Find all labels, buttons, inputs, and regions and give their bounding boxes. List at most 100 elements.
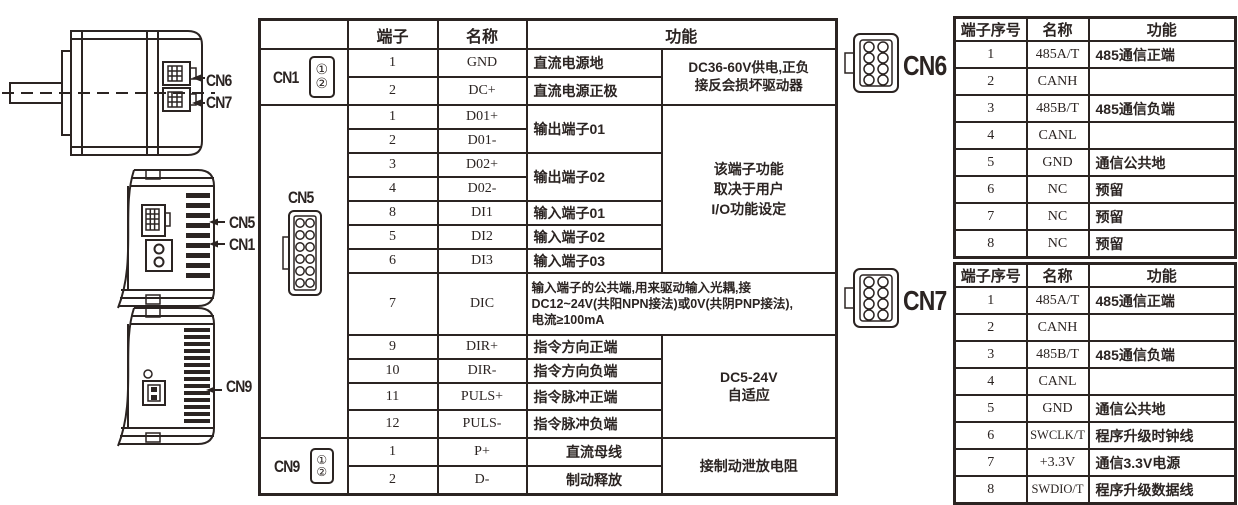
cn9-arrow [206,386,215,394]
table-row: 6 DI3 输入端子03 [260,248,837,274]
function-cell: 指令方向正端 [525,334,663,360]
terminal-cell: 12 [346,409,439,439]
table-row: 2 D01- [260,128,837,154]
name-cell: SWDIO/T [1025,475,1090,505]
main-header-row: 端子 名称 功能 [258,18,838,50]
table-row: CN1 ① ② 1 GND 直流电源地 DC36-60V供电,正负 接反会损坏驱… [258,48,838,106]
name-cell: D01+ [436,104,528,130]
name-cell: DIR- [436,358,528,384]
name-cell: PULS+ [436,382,528,411]
cn9-table-label: CN9 [273,456,300,476]
table-row: 10 DIR- 指令方向负端 [260,358,837,384]
cn6-big-label: CN6 [903,50,947,81]
function-cell: 通信公共地 [1087,394,1237,423]
cn1-connector-cell: CN1 ① ② [258,48,349,106]
function-cell: 通信3.3V电源 [1087,448,1237,477]
name-cell: DIR+ [436,334,528,360]
function-cell [1087,121,1237,150]
name-cell: NC [1025,202,1090,231]
cn5-connector-icon [281,208,327,298]
index-cell: 8 [953,475,1028,505]
cn5-drawing-label: CN5 [229,213,255,232]
terminal-cell: 5 [346,224,439,250]
name-cell: NC [1025,175,1090,204]
terminal-cell: 1 [346,48,439,78]
cn7-header-row: 端子序号 名称 功能 [953,262,1237,288]
cn1-connector-icon: ① ② [308,56,335,98]
cn9-connector-on-driver [143,370,165,405]
cn7-drawing-label: CN7 [206,93,232,112]
name-cell: SWCLK/T [1025,421,1090,450]
function-cell: 制动释放 [525,465,663,496]
index-cell: 1 [953,286,1028,315]
terminal-cell: 11 [346,382,439,411]
index-cell: 1 [953,40,1028,69]
name-cell: GND [436,48,528,78]
function-cell: 输入端子03 [525,248,663,274]
table-row: CN5 1 D01+ 输出端子01 该端子功能 取决于用户 I/O功能设定 [258,104,838,439]
name-cell: DI3 [436,248,528,274]
index-col-header: 端子序号 [953,262,1028,288]
cn5-table-label: CN5 [288,188,314,207]
function-cell: 485通信负端 [1087,340,1237,369]
terminal-cell: 2 [346,128,439,154]
name-col-header: 名称 [1025,16,1090,42]
terminal-cell: 3 [346,152,439,178]
main-pinout-table: 端子 名称 功能 CN1 ① ② 1 GND 直流电源地 DC36-60V供电,… [258,18,839,496]
index-cell: 5 [953,148,1028,177]
name-cell: DI2 [436,224,528,250]
name-col-header: 名称 [1025,262,1090,288]
index-cell: 4 [953,367,1028,396]
name-cell: CANL [1025,367,1090,396]
table-row: 7 DIC 输入端子的公共端,用来驱动输入光耦,接 DC12~24V(共阳NPN… [260,272,838,336]
cn6-header-row: 端子序号 名称 功能 [953,16,1237,42]
io-function-note: 该端子功能 取决于用户 I/O功能设定 [660,104,838,274]
function-col-header: 功能 [1087,16,1237,42]
name-cell: D02+ [436,152,528,178]
terminal-cell: 4 [346,176,439,202]
cn9-connector-icon: ① ② [309,448,334,484]
name-cell: GND [1025,148,1090,177]
name-cell: NC [1025,229,1090,259]
cn1-arrow [209,240,218,248]
function-cell: 直流母线 [525,437,663,467]
index-cell: 8 [953,229,1028,259]
cn1-table-label: CN1 [272,67,299,87]
motor-rear-view-drawing [2,15,255,167]
name-cell: 485B/T [1025,340,1090,369]
function-cell: 预留 [1087,229,1237,259]
cn6-arrow [192,74,201,82]
function-cell: 直流电源正极 [525,76,663,106]
function-cell: 485通信正端 [1087,40,1237,69]
terminal-cell: 2 [346,76,439,106]
name-cell: DC+ [436,76,528,106]
heatsink-fins [186,193,210,278]
name-cell: 485B/T [1025,94,1090,123]
table-row: 8 DI1 输入端子01 [260,200,837,226]
output2-function-cell: 输出端子02 [525,152,663,202]
function-cell: 预留 [1087,175,1237,204]
index-cell: 6 [953,421,1028,450]
dic-function-cell: 输入端子的公共端,用来驱动输入光耦,接 DC12~24V(共阳NPN接法)或0V… [525,272,838,336]
table-row: 4 D02- [260,176,837,202]
name-cell: D- [436,465,528,496]
terminal-cell: 8 [346,200,439,226]
table-row: 2 D- 制动释放 [260,465,837,496]
cn6-connector-icon [842,32,902,96]
function-cell [1087,67,1237,96]
heatsink-fins-dense [184,328,210,423]
function-cell: 程序升级数据线 [1087,475,1237,505]
index-cell: 4 [953,121,1028,150]
name-cell: CANH [1025,67,1090,96]
cn5-connector-on-driver [142,205,170,236]
